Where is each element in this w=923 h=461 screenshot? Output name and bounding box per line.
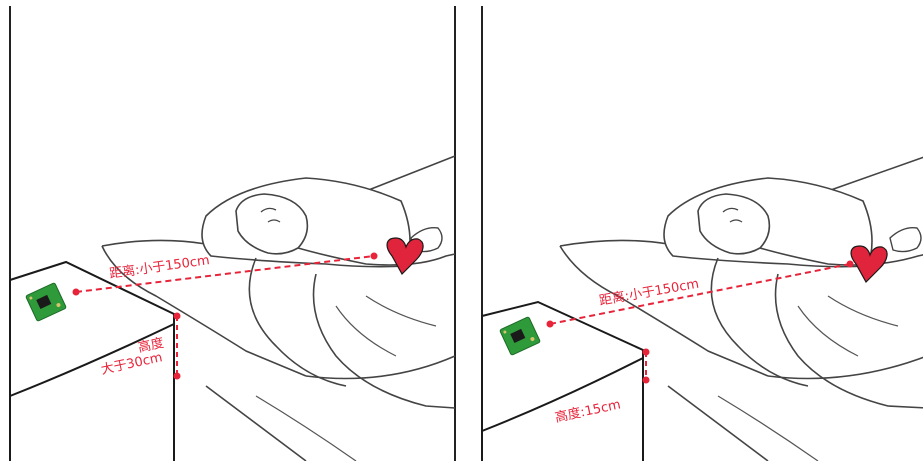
radar-sensor-module (499, 316, 541, 356)
distance-indicator-line (549, 263, 851, 325)
distance-indicator-line (75, 255, 375, 293)
height-label-line1: 高度 (137, 335, 166, 356)
bedside-table (481, 300, 644, 461)
blanket (248, 257, 347, 387)
scene-panel-low-table: 距离:小于150cm 高度:15cm (478, 6, 923, 461)
radar-sensor-module (25, 282, 67, 322)
sleeping-person-head (697, 193, 771, 255)
scene-panel-tall-table: 距离:小于150cm 高度 大于30cm (6, 6, 459, 461)
bedroom-illustration-left: 距离:小于150cm 高度 大于30cm (9, 6, 456, 461)
sleeping-person-head (235, 193, 309, 255)
heart-icon (386, 237, 424, 275)
heart-icon (850, 245, 888, 283)
bedroom-illustration-right: 距离:小于150cm 高度:15cm (481, 6, 923, 461)
hand (889, 227, 922, 253)
blanket (710, 257, 809, 387)
